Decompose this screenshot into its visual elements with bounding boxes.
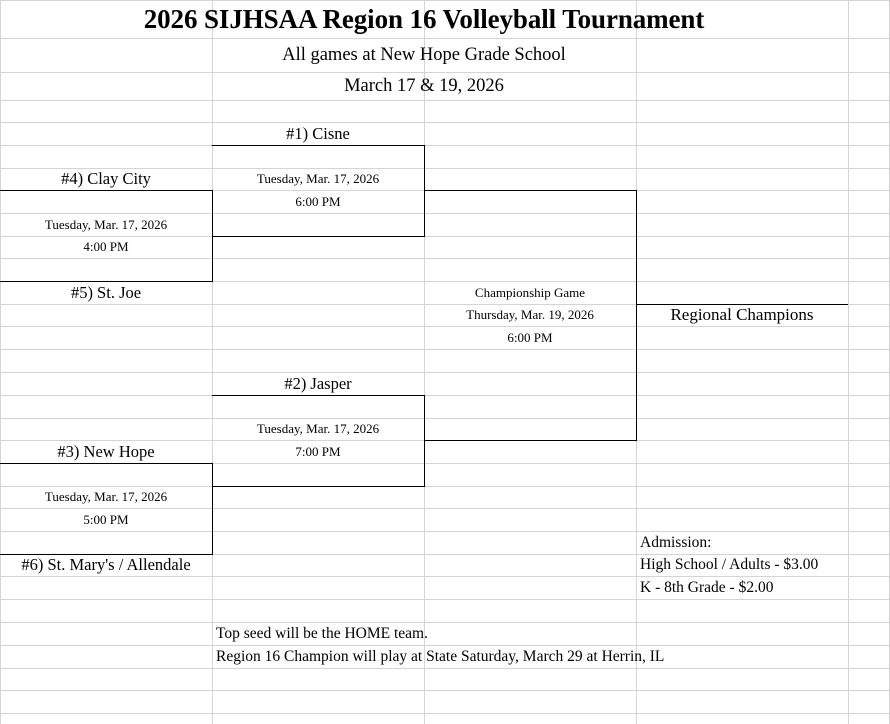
game4-date: Tuesday, Mar. 17, 2026	[256, 421, 380, 436]
gridline-row	[0, 258, 890, 259]
admission-adults: High School / Adults - $3.00	[640, 556, 819, 573]
gridline-row	[0, 122, 890, 123]
note-state-tournament: Region 16 Champion will play at State Sa…	[216, 647, 665, 665]
seed-label-2-jasper: #2) Jasper	[284, 373, 352, 393]
gridline-row	[0, 690, 890, 691]
gridline-col	[424, 0, 425, 724]
gridline-row	[0, 486, 890, 487]
gridline-col	[0, 0, 1, 724]
dates-subtitle: March 17 & 19, 2026	[344, 75, 504, 96]
seed-label-3-new-hope: #3) New Hope	[57, 441, 155, 461]
connector-game4	[424, 395, 425, 487]
gridline-row	[0, 645, 890, 646]
gridline-row	[0, 576, 890, 577]
gridline-col	[848, 0, 849, 724]
gridline-row	[0, 326, 890, 327]
gridline-row	[0, 508, 890, 509]
seed-label-5-st-joe: #5) St. Joe	[70, 282, 142, 302]
gridline-row	[0, 168, 890, 169]
seed-line-new-hope	[0, 463, 212, 464]
gridline-row	[0, 72, 890, 73]
gridline-row	[0, 418, 890, 419]
gridline-row	[0, 372, 890, 373]
seed-label-6-st-marys-allendale: #6) St. Mary's / Allendale	[21, 555, 191, 574]
seed-line-clay-city	[0, 190, 212, 191]
gridline-row	[0, 236, 890, 237]
championship-time: 6:00 PM	[507, 329, 553, 345]
venue-subtitle: All games at New Hope Grade School	[282, 44, 566, 65]
seed-label-1-cisne: #1) Cisne	[286, 123, 350, 143]
gridline-row	[0, 145, 890, 146]
advance-line-game1	[212, 236, 424, 237]
connector-championship	[636, 190, 637, 441]
gridline-row	[0, 213, 890, 214]
gridline-row	[0, 0, 890, 1]
gridline-row	[0, 599, 890, 600]
admission-students: K - 8th Grade - $2.00	[640, 578, 774, 596]
seed-line-jasper	[212, 395, 424, 396]
page-title: 2026 SIJHSAA Region 16 Volleyball Tourna…	[143, 3, 705, 34]
gridline-row	[0, 38, 890, 39]
gridline-row	[0, 713, 890, 714]
game2-date: Tuesday, Mar. 17, 2026	[44, 489, 168, 504]
seed-line-cisne	[212, 145, 424, 146]
seed-line-st-marys-allendale	[0, 554, 212, 555]
connector-game2	[212, 463, 213, 555]
gridline-row	[0, 622, 890, 623]
championship-date: Thursday, Mar. 19, 2026	[466, 307, 594, 322]
advance-line-game3	[424, 190, 636, 191]
game1-time: 4:00 PM	[83, 239, 129, 254]
game3-date: Tuesday, Mar. 17, 2026	[256, 171, 380, 186]
advance-line-game2	[212, 486, 424, 487]
seed-line-st-joe	[0, 281, 212, 282]
seed-label-4-clay-city: #4) Clay City	[61, 169, 151, 188]
regional-champions-label: Regional Champions	[670, 305, 814, 324]
game3-time: 6:00 PM	[295, 193, 341, 209]
gridline-col	[212, 0, 213, 724]
game2-time: 5:00 PM	[83, 511, 129, 527]
gridline-row	[0, 395, 890, 396]
admission-heading: Admission:	[640, 533, 712, 551]
gridline-row	[0, 668, 890, 669]
note-home-team: Top seed will be the HOME team.	[216, 624, 428, 642]
champion-line	[636, 304, 848, 305]
advance-line-game4	[424, 440, 636, 441]
game1-date: Tuesday, Mar. 17, 2026	[44, 216, 168, 232]
gridline-row	[0, 531, 890, 532]
championship-label: Championship Game	[474, 284, 586, 300]
gridline-row	[0, 349, 890, 350]
gridline-row	[0, 100, 890, 101]
gridline-row	[0, 304, 890, 305]
gridline-row	[0, 281, 890, 282]
gridline-row	[0, 463, 890, 464]
connector-game3	[424, 145, 425, 237]
gridline-row	[0, 554, 890, 555]
game4-time: 7:00 PM	[295, 443, 341, 459]
